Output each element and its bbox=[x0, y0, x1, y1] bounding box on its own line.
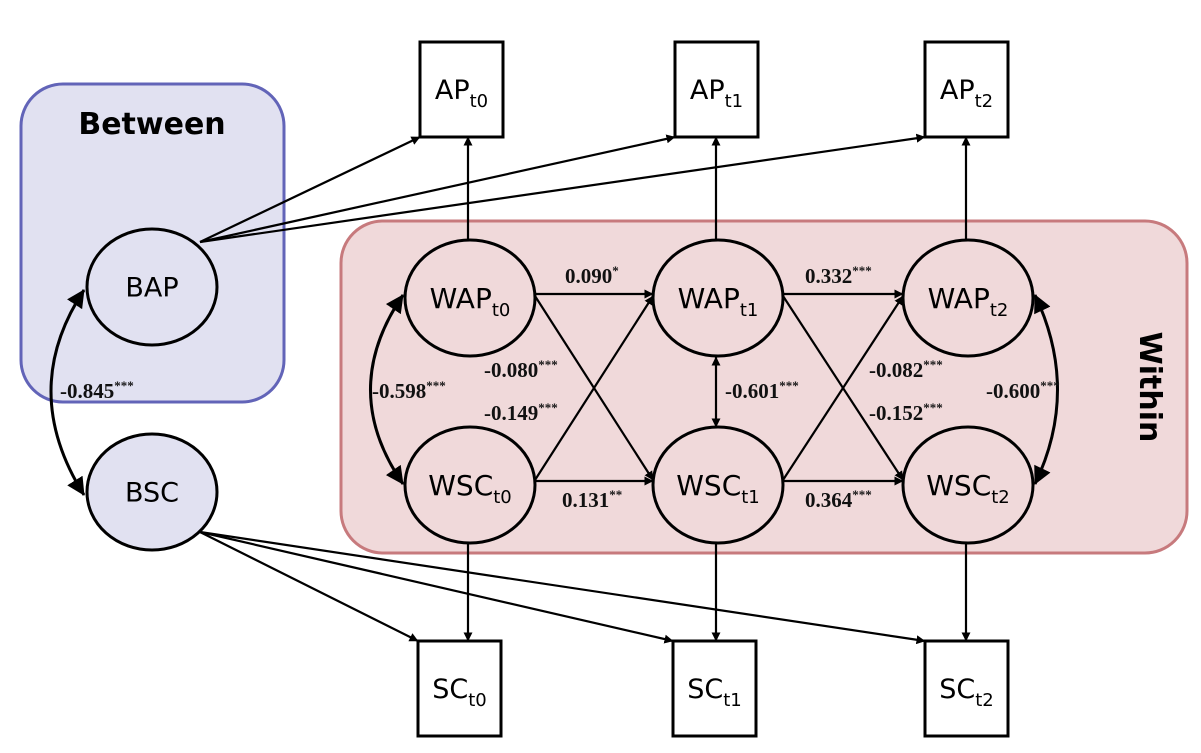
node-wap1: WAPt1 bbox=[651, 238, 785, 358]
coef-between-covariance: -0.845*** bbox=[60, 378, 134, 403]
edge-bap-to-ap-t0 bbox=[199, 136, 421, 243]
observed-box bbox=[923, 40, 1010, 139]
node-ap1: APt1 bbox=[673, 40, 760, 139]
latent-ellipse bbox=[651, 425, 785, 545]
node-label: SCt0 bbox=[432, 674, 487, 711]
edges bbox=[49, 133, 1059, 645]
node-label: WAPt0 bbox=[430, 282, 511, 321]
latent-ellipse bbox=[403, 425, 537, 545]
node-ap2: APt2 bbox=[923, 40, 1010, 139]
node-label: WSCt1 bbox=[676, 469, 760, 508]
coefficient-labels: -0.845*** -0.598*** -0.601*** -0.600*** … bbox=[60, 263, 1060, 512]
between-panel-title: Between bbox=[78, 107, 225, 142]
node-sc0: SCt0 bbox=[416, 639, 503, 738]
node-wsc2: WSCt2 bbox=[901, 425, 1035, 545]
edge-wsc-t0-to-wap-t1 bbox=[534, 295, 654, 481]
node-bap: BAP bbox=[85, 227, 219, 347]
node-label: WSCt2 bbox=[926, 469, 1010, 508]
node-ap0: APt0 bbox=[418, 40, 505, 139]
node-label: APt0 bbox=[435, 75, 488, 112]
node-label: APt1 bbox=[690, 75, 743, 112]
observed-box bbox=[671, 639, 758, 738]
node-wap0: WAPt0 bbox=[403, 238, 537, 358]
node-label: BSC bbox=[125, 478, 179, 509]
coef-ap-autoregressive-t1-t2: 0.332*** bbox=[805, 263, 872, 288]
node-label: WAPt2 bbox=[928, 282, 1009, 321]
observed-box bbox=[673, 40, 760, 139]
coef-covariance-t2: -0.600*** bbox=[986, 378, 1060, 403]
node-sc1: SCt1 bbox=[671, 639, 758, 738]
node-label: SCt1 bbox=[687, 674, 742, 711]
observed-box bbox=[923, 639, 1010, 738]
edge-bsc-to-sc-t1 bbox=[199, 530, 674, 644]
node-label: WSCt0 bbox=[428, 469, 512, 508]
edge-wsc-t1-to-wap-t2 bbox=[782, 295, 904, 481]
latent-ellipse bbox=[85, 227, 219, 347]
node-wsc0: WSCt0 bbox=[403, 425, 537, 545]
edge-bsc-to-sc-t2 bbox=[199, 530, 926, 645]
observed-box bbox=[416, 639, 503, 738]
node-label: SCt2 bbox=[939, 674, 994, 711]
coef-sc-to-ap-t0-t1: -0.149*** bbox=[484, 400, 558, 425]
edge-bap-to-ap-t2 bbox=[199, 133, 926, 244]
coef-ap-to-sc-t1-t2: -0.152*** bbox=[869, 400, 943, 425]
within-panel-title: Within bbox=[1132, 332, 1167, 443]
edge-bap-to-ap-t1 bbox=[199, 134, 676, 244]
coef-sc-autoregressive-t0-t1: 0.131** bbox=[562, 487, 622, 512]
edge-covariance-t0 bbox=[369, 294, 405, 485]
coef-covariance-t1: -0.601*** bbox=[725, 378, 799, 403]
latent-ellipse bbox=[901, 425, 1035, 545]
latent-ellipse bbox=[651, 238, 785, 358]
node-label: BAP bbox=[125, 273, 178, 304]
node-label: WAPt1 bbox=[678, 282, 759, 321]
observed-box bbox=[418, 40, 505, 139]
node-bsc: BSC bbox=[85, 432, 219, 552]
coef-covariance-t0: -0.598*** bbox=[372, 378, 446, 403]
latent-ellipse bbox=[403, 238, 537, 358]
latent-ellipse bbox=[85, 432, 219, 552]
coef-sc-to-ap-t1-t2: -0.082*** bbox=[869, 357, 943, 382]
edge-covariance-t2 bbox=[1033, 294, 1059, 485]
coef-ap-autoregressive-t0-t1: 0.090* bbox=[565, 263, 619, 288]
node-label: APt2 bbox=[940, 75, 993, 112]
node-wap2: WAPt2 bbox=[901, 238, 1035, 358]
node-wsc1: WSCt1 bbox=[651, 425, 785, 545]
coef-ap-to-sc-t0-t1: -0.080*** bbox=[484, 357, 558, 382]
edge-covariance-between bbox=[49, 289, 86, 496]
coef-sc-autoregressive-t1-t2: 0.364*** bbox=[805, 487, 872, 512]
node-sc2: SCt2 bbox=[923, 639, 1010, 738]
edge-bsc-to-sc-t0 bbox=[199, 531, 419, 642]
latent-ellipse bbox=[901, 238, 1035, 358]
